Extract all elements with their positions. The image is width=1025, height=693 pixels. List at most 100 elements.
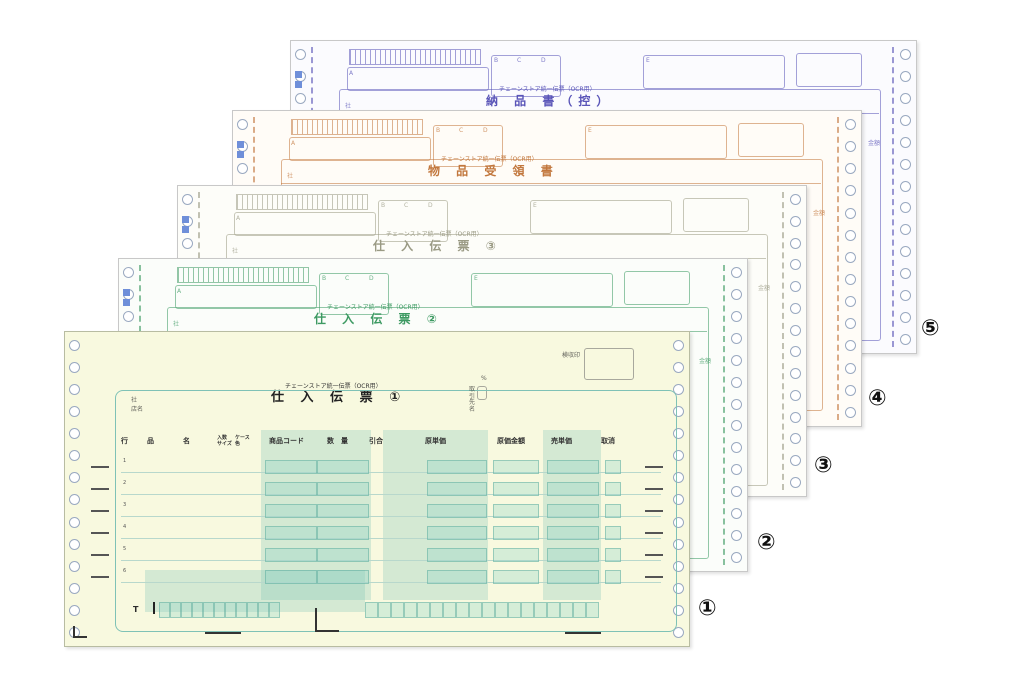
row-number: 5 bbox=[123, 546, 127, 552]
total-cell[interactable] bbox=[482, 602, 495, 618]
color-stub bbox=[237, 151, 244, 158]
total-cell[interactable] bbox=[269, 602, 280, 618]
entry-cell[interactable] bbox=[493, 482, 539, 496]
total-cell[interactable] bbox=[430, 602, 443, 618]
feed-mark bbox=[645, 576, 663, 578]
entry-cell[interactable] bbox=[265, 460, 317, 474]
entry-cell[interactable] bbox=[427, 482, 487, 496]
teal-band-unitcost bbox=[423, 430, 488, 600]
entry-cell[interactable] bbox=[493, 504, 539, 518]
field-label-e: E bbox=[588, 127, 592, 134]
total-cell[interactable] bbox=[417, 602, 430, 618]
total-cell[interactable] bbox=[378, 602, 391, 618]
total-cell[interactable] bbox=[170, 602, 181, 618]
tractor-hole bbox=[899, 333, 911, 345]
total-cell[interactable] bbox=[181, 602, 192, 618]
total-cell[interactable] bbox=[192, 602, 203, 618]
tractor-hole bbox=[899, 136, 911, 148]
entry-cell[interactable] bbox=[427, 570, 487, 584]
entry-cell[interactable] bbox=[547, 482, 599, 496]
total-cell[interactable] bbox=[456, 602, 469, 618]
tractor-hole bbox=[730, 442, 742, 454]
stamp-box bbox=[683, 198, 749, 232]
form-subtitle: チェーンストア統一伝票（OCR用） bbox=[441, 156, 538, 163]
entry-cell[interactable] bbox=[317, 460, 369, 474]
total-cell[interactable] bbox=[391, 602, 404, 618]
total-cell[interactable] bbox=[443, 602, 456, 618]
tractor-hole bbox=[844, 207, 856, 219]
stamp-box bbox=[738, 123, 804, 157]
entry-cell[interactable] bbox=[317, 548, 369, 562]
entry-cell[interactable] bbox=[493, 570, 539, 584]
total-cell[interactable] bbox=[236, 602, 247, 618]
total-cell[interactable] bbox=[547, 602, 560, 618]
slip-sheet-1: 検収印 チェーンストア統一伝票（OCR用） 仕 入 伝 票 ① % 社 店名 取… bbox=[64, 331, 690, 647]
entry-cell[interactable] bbox=[605, 504, 621, 518]
entry-cell[interactable] bbox=[605, 570, 621, 584]
entry-cell[interactable] bbox=[547, 504, 599, 518]
feed-mark bbox=[91, 532, 109, 534]
tractor-hole bbox=[899, 246, 911, 258]
entry-cell[interactable] bbox=[493, 460, 539, 474]
entry-cell[interactable] bbox=[547, 548, 599, 562]
entry-cell[interactable] bbox=[547, 570, 599, 584]
total-cell[interactable] bbox=[203, 602, 214, 618]
tractor-hole bbox=[730, 310, 742, 322]
entry-cell[interactable] bbox=[265, 548, 317, 562]
total-cell[interactable] bbox=[495, 602, 508, 618]
total-cell[interactable] bbox=[560, 602, 573, 618]
right-perforation bbox=[892, 47, 894, 347]
entry-cell[interactable] bbox=[493, 526, 539, 540]
tractor-hole bbox=[844, 141, 856, 153]
row-rule bbox=[121, 494, 661, 495]
total-cell[interactable] bbox=[521, 602, 534, 618]
entry-cell[interactable] bbox=[317, 526, 369, 540]
right-perforation bbox=[782, 192, 784, 490]
row-number: 6 bbox=[123, 568, 127, 574]
total-cell[interactable] bbox=[247, 602, 258, 618]
tractor-hole bbox=[672, 582, 684, 594]
entry-cell[interactable] bbox=[265, 482, 317, 496]
field-e-box bbox=[585, 125, 727, 159]
entry-cell[interactable] bbox=[265, 504, 317, 518]
field-label-c: C bbox=[404, 202, 409, 209]
total-cell[interactable] bbox=[573, 602, 586, 618]
total-cell[interactable] bbox=[214, 602, 225, 618]
entry-cell[interactable] bbox=[317, 504, 369, 518]
tractor-hole bbox=[789, 389, 801, 401]
total-cell[interactable] bbox=[586, 602, 599, 618]
total-cell[interactable] bbox=[534, 602, 547, 618]
entry-cell[interactable] bbox=[427, 526, 487, 540]
col-qty: 数 量 bbox=[327, 437, 348, 445]
entry-cell[interactable] bbox=[427, 460, 487, 474]
sheet-number-5: ⑤ bbox=[921, 316, 940, 341]
total-cell[interactable] bbox=[469, 602, 482, 618]
total-cell[interactable] bbox=[159, 602, 170, 618]
tractor-hole bbox=[730, 551, 742, 563]
tractor-hole bbox=[899, 70, 911, 82]
tractor-hole bbox=[899, 312, 911, 324]
entry-cell[interactable] bbox=[547, 460, 599, 474]
entry-cell[interactable] bbox=[317, 482, 369, 496]
entry-cell[interactable] bbox=[605, 526, 621, 540]
total-cell[interactable] bbox=[225, 602, 236, 618]
entry-cell[interactable] bbox=[427, 548, 487, 562]
field-label-e: E bbox=[533, 202, 537, 209]
entry-cell[interactable] bbox=[605, 482, 621, 496]
entry-cell[interactable] bbox=[265, 526, 317, 540]
total-cell[interactable] bbox=[508, 602, 521, 618]
ocr-cell-row bbox=[177, 267, 309, 283]
entry-cell[interactable] bbox=[427, 504, 487, 518]
total-cell[interactable] bbox=[404, 602, 417, 618]
entry-cell[interactable] bbox=[493, 548, 539, 562]
entry-cell[interactable] bbox=[317, 570, 369, 584]
entry-cell[interactable] bbox=[605, 460, 621, 474]
entry-cell[interactable] bbox=[605, 548, 621, 562]
entry-cell[interactable] bbox=[547, 526, 599, 540]
total-cell[interactable] bbox=[365, 602, 378, 618]
tractor-hole bbox=[844, 185, 856, 197]
company-label: 社 bbox=[173, 321, 180, 328]
total-cell[interactable] bbox=[258, 602, 269, 618]
color-stub bbox=[182, 216, 189, 223]
entry-cell[interactable] bbox=[265, 570, 317, 584]
